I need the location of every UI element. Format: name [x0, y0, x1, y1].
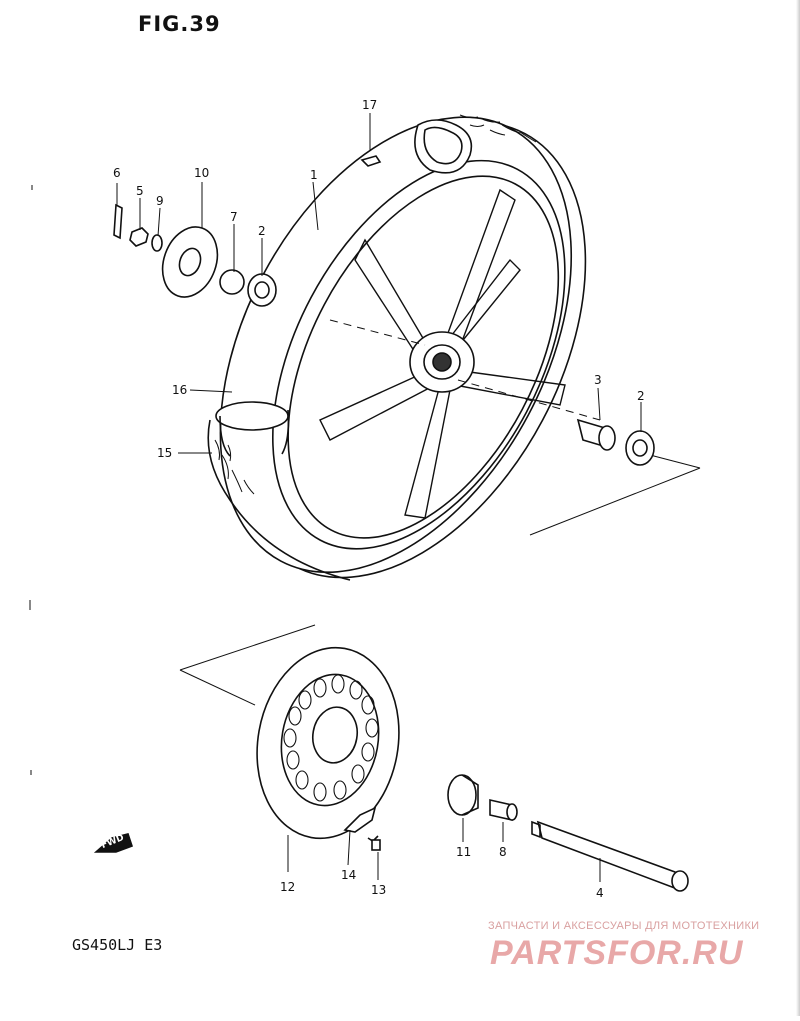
callout-6: 6 [113, 166, 121, 180]
callout-14: 14 [341, 868, 357, 882]
callout-13: 13 [371, 883, 387, 897]
hub [409, 331, 475, 393]
tube-section [414, 119, 473, 174]
watermark-tagline: ЗАПЧАСТИ И АКСЕССУАРЫ ДЛЯ МОТОТЕХНИКИ [488, 920, 760, 932]
leader-lines [116, 113, 642, 882]
tire-section [207, 401, 351, 581]
wheel-spokes [319, 188, 566, 519]
callout-9: 9 [156, 194, 164, 208]
fwd-arrow [93, 833, 134, 853]
bottom-parts [447, 774, 689, 892]
callout-15: 15 [157, 446, 173, 460]
callout-7: 7 [230, 210, 238, 224]
callout-17: 17 [362, 98, 378, 112]
brake-disc [256, 646, 400, 840]
callout-2a: 2 [258, 224, 266, 238]
callout-5: 5 [136, 184, 144, 198]
edge-ticks [29, 185, 33, 775]
disc-hardware [343, 806, 381, 851]
callout-11: 11 [456, 845, 472, 859]
clip-17 [360, 155, 382, 167]
callout-12: 12 [280, 880, 296, 894]
callout-3: 3 [594, 373, 602, 387]
callout-16: 16 [172, 383, 188, 397]
axis-lines [329, 319, 601, 421]
figure-title: FIG.39 [138, 12, 221, 36]
tread-marks [214, 114, 537, 495]
right-parts [576, 418, 655, 466]
page-edge [796, 0, 800, 1016]
callout-2b: 2 [637, 389, 645, 403]
callout-8: 8 [499, 845, 507, 859]
watermark-logo: PARTSFOR.RU [490, 934, 744, 972]
left-parts [113, 203, 277, 307]
callout-1: 1 [310, 168, 318, 182]
callout-4: 4 [596, 886, 604, 900]
projection-lines [179, 454, 701, 706]
model-code: GS450LJ E3 [72, 936, 163, 954]
callout-10: 10 [194, 166, 210, 180]
tire [219, 116, 587, 579]
